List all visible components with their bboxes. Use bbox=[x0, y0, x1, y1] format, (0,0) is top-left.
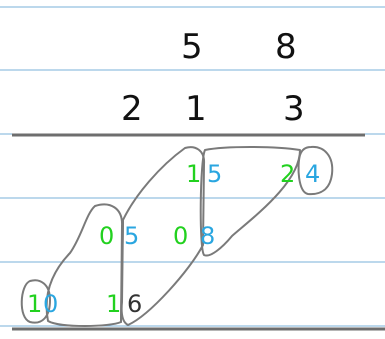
partial-digit-ink: 6 bbox=[127, 290, 142, 318]
partial-digit-green: 0 bbox=[173, 222, 188, 250]
partial-digit-green: 1 bbox=[186, 160, 201, 188]
multiplier-digit-hundreds: 2 bbox=[121, 89, 143, 129]
partial-digit-green: 0 bbox=[99, 222, 114, 250]
group-divider bbox=[120, 219, 124, 323]
multiplier-digit-ones: 3 bbox=[283, 89, 305, 129]
partial-digit-green: 2 bbox=[280, 160, 295, 188]
multiplicand-digit-tens: 5 bbox=[181, 27, 203, 67]
partial-digit-blue: 0 bbox=[43, 290, 58, 318]
group-outline-2 bbox=[45, 203, 124, 327]
multiplicand-digit-ones: 8 bbox=[275, 27, 297, 67]
partial-digit-blue: 5 bbox=[207, 160, 222, 188]
group-outline-1 bbox=[20, 279, 51, 324]
partial-digit-blue: 4 bbox=[305, 160, 320, 188]
partial-digit-blue: 8 bbox=[200, 222, 215, 250]
partial-digit-green: 1 bbox=[27, 290, 42, 318]
partial-digit-green: 1 bbox=[106, 290, 121, 318]
group-outline-4 bbox=[199, 146, 301, 257]
partial-digit-blue: 5 bbox=[124, 222, 139, 250]
multiplier-digit-tens: 1 bbox=[185, 89, 207, 129]
group-outline-5 bbox=[297, 145, 334, 196]
